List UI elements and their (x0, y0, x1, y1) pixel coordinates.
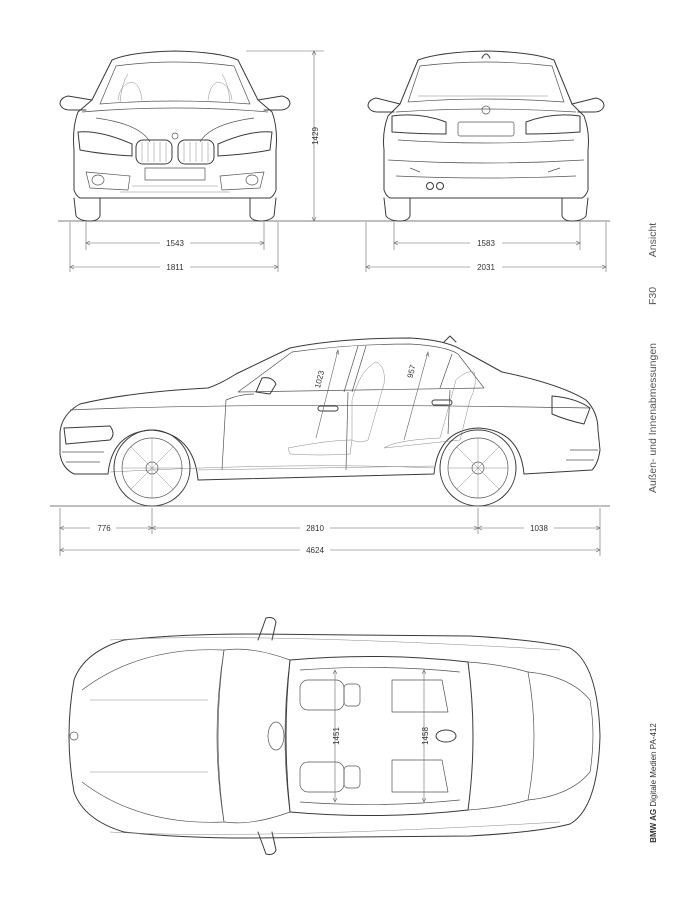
front-track-label: 1543 (166, 239, 184, 248)
side-labels: Ansicht F30 Außen- und Innenabmessungen … (647, 223, 659, 843)
length-dimensions: 776 2810 1038 4624 (59, 508, 601, 556)
brand-name: BMW AG (649, 809, 658, 843)
rear-headroom-label: 957 (406, 363, 418, 379)
mirror-width-label: 2031 (477, 263, 495, 272)
front-overhang-label: 776 (97, 524, 111, 533)
view-label: Ansicht (647, 223, 659, 258)
length-label: 4624 (306, 546, 324, 555)
rear-view (367, 50, 605, 222)
height-label: 1429 (311, 127, 320, 145)
headroom-dimensions: 1023 957 (313, 349, 430, 441)
model-label: F30 (647, 287, 659, 305)
shoulder-dimensions: 1451 1458 (332, 669, 430, 803)
rear-track-label: 1583 (477, 239, 495, 248)
front-headroom-label: 1023 (313, 369, 326, 389)
top-view (68, 617, 601, 855)
wheelbase-label: 2810 (306, 524, 324, 533)
side-view (50, 335, 610, 507)
height-dimension: 1429 (246, 50, 324, 222)
subtitle-label: Außen- und Innenabmessungen (647, 343, 659, 493)
brand-credit: BMW AG Digitale Medien PA-412 (649, 723, 658, 843)
rear-shoulder-label: 1458 (421, 727, 430, 745)
rear-overhang-label: 1038 (530, 524, 548, 533)
front-width-label: 1811 (166, 263, 184, 272)
front-view (58, 50, 610, 222)
front-shoulder-label: 1451 (332, 727, 341, 745)
front-width-dimensions: 1543 1811 (69, 222, 279, 272)
brand-department: Digitale Medien PA-412 (649, 723, 658, 809)
rear-width-dimensions: 1583 2031 (365, 222, 607, 272)
